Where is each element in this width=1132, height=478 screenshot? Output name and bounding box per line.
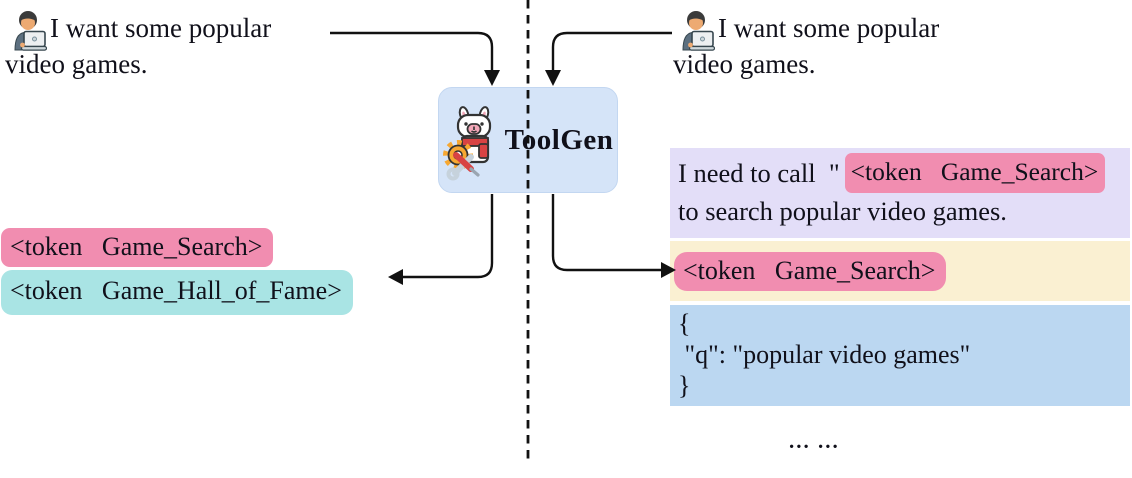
action-token-game-search: <token Game_Search>	[674, 252, 947, 291]
arrow-toolgen-to-right-token	[551, 194, 676, 278]
json-line-query: "q": "popular video games"	[678, 340, 971, 369]
thought-prefix: I need to call "	[678, 158, 840, 188]
json-line-close: }	[678, 371, 691, 400]
tool-parameters-block: { "q": "popular video games" }	[670, 305, 1130, 406]
user-icon	[677, 10, 716, 52]
query-line1: I want some popular	[718, 13, 940, 43]
toolgen-box: ToolGen	[438, 87, 618, 193]
inline-token-game-search: <token Game_Search>	[844, 153, 1106, 193]
json-line-open: {	[678, 309, 691, 338]
right-user-query: I want some popular video games.	[673, 10, 1013, 82]
arrow-left-query-to-toolgen	[330, 31, 500, 86]
arrow-right-query-to-toolgen	[545, 31, 672, 86]
llama-with-tools-icon	[442, 105, 501, 181]
action-block: <token Game_Search>	[670, 241, 1130, 301]
query-line2: video games.	[5, 49, 148, 79]
token-pill-game-hall-of-fame: <token Game_Hall_of_Fame>	[1, 270, 353, 315]
thought-line2: to search popular video games.	[678, 196, 1007, 226]
arrow-toolgen-to-left-tokens	[388, 194, 494, 285]
thought-block: I need to call "<token Game_Search> to s…	[670, 148, 1130, 238]
query-line1: I want some popular	[50, 13, 272, 43]
continuation-ellipsis: ... ...	[789, 429, 840, 453]
user-icon	[9, 10, 48, 52]
token-pill-game-search: <token Game_Search>	[1, 228, 274, 267]
query-line2: video games.	[673, 49, 816, 79]
left-user-query: I want some popular video games.	[5, 10, 345, 82]
thought-line1: I need to call "<token Game_Search>	[678, 153, 1130, 193]
toolgen-label: ToolGen	[504, 123, 614, 156]
